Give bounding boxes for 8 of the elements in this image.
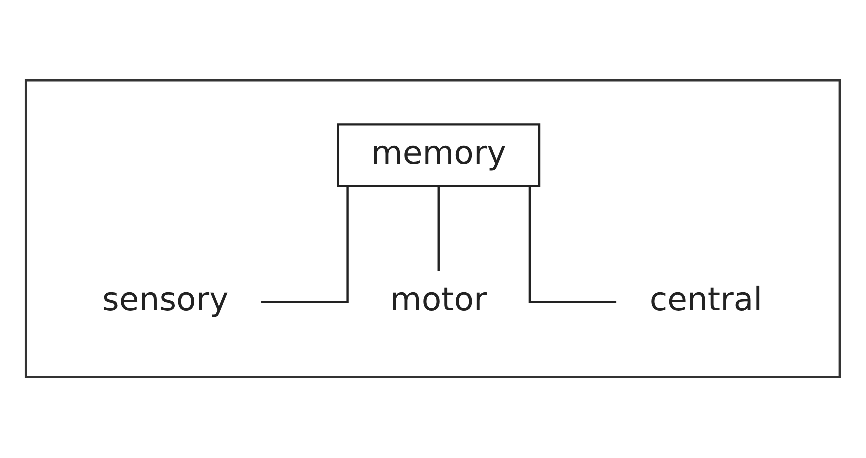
cluster <box>24 80 842 378</box>
connector <box>438 186 440 272</box>
connector <box>528 186 617 304</box>
connector <box>262 186 349 304</box>
node-box: memory <box>337 124 541 188</box>
node-text: motor <box>390 280 488 319</box>
node-text: sensory <box>102 280 229 319</box>
node-text: central <box>650 280 763 319</box>
